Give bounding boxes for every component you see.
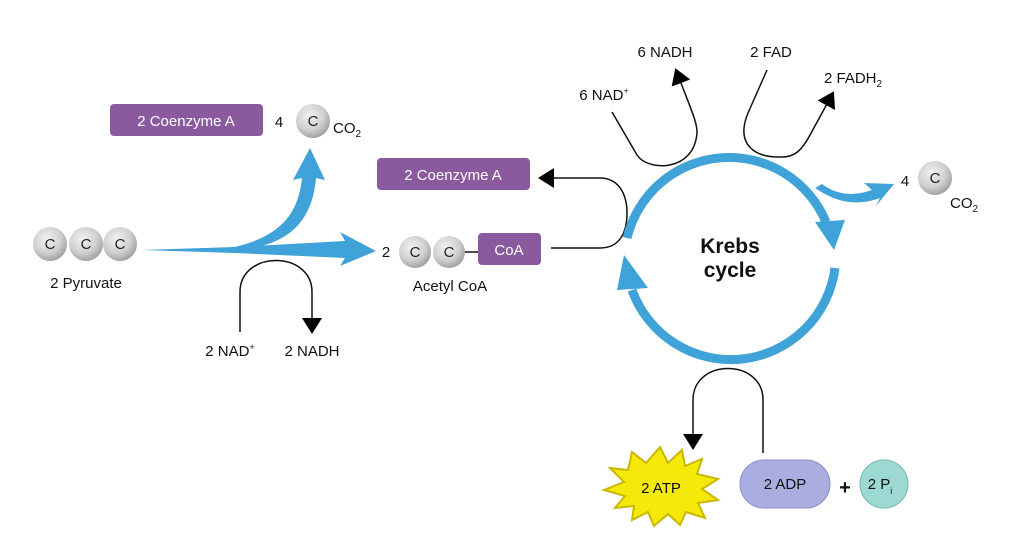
co2-subscript: 2 — [973, 204, 979, 215]
nad-superscript: + — [249, 342, 254, 352]
nad-text: 6 NAD — [579, 87, 623, 104]
fad-label: 2 FAD — [750, 44, 792, 61]
co2-count: 4 — [901, 173, 909, 190]
co2-left: 4 C CO2 — [275, 104, 362, 140]
co2-label: CO — [950, 195, 973, 212]
coenzyme-a-box-mid — [377, 158, 530, 190]
coenzyme-a-box-top — [110, 104, 263, 136]
atp-synthesis-arrow — [683, 367, 764, 453]
adp-pill — [739, 459, 831, 509]
acetyl-coa-label: Acetyl CoA — [413, 278, 487, 295]
krebs-title-line2: cycle — [704, 259, 757, 282]
acetyl-coa: 2 C C CoA Acetyl CoA — [382, 233, 541, 295]
coa-label: CoA — [494, 242, 523, 259]
co2-label: CO — [333, 120, 356, 137]
atp-starburst — [600, 445, 721, 528]
atom-label: C — [45, 236, 56, 253]
atom-label: C — [930, 170, 941, 187]
blue-arrow-to-co2-right — [815, 183, 894, 206]
svg-text:CO2: CO2 — [333, 120, 362, 140]
acetyl-count: 2 — [382, 244, 390, 261]
nad-label-left: 2 NAD+ — [205, 342, 254, 360]
atom-label: C — [410, 244, 421, 261]
co2-count: 4 — [275, 114, 283, 131]
coenzyme-a-label: 2 Coenzyme A — [137, 113, 235, 130]
nad-reduction-arrow-top — [611, 68, 698, 167]
blue-arrow-to-acetyl — [142, 232, 376, 266]
fad-reduction-arrow — [743, 69, 836, 158]
svg-text:2 FADH2: 2 FADH2 — [824, 70, 883, 90]
coenzyme-release-arrow — [538, 168, 628, 249]
atp-label: 2 ATP — [641, 480, 681, 497]
carbon-atom — [296, 104, 330, 138]
nad-text: 2 NAD — [205, 343, 249, 360]
atom-label: C — [115, 236, 126, 253]
co2-right: 4 C CO2 — [901, 161, 979, 215]
fadh-label: 2 FADH — [824, 70, 877, 87]
pyruvate-molecule: C C C 2 Pyruvate — [33, 227, 137, 292]
krebs-arrowhead-right — [815, 220, 845, 250]
nad-superscript: + — [623, 86, 628, 96]
svg-text:2 Pi: 2 Pi — [868, 476, 893, 496]
nad-reduction-arrow — [239, 259, 322, 334]
krebs-arrowhead-left — [617, 255, 648, 290]
coa-box — [478, 233, 541, 265]
carbon-atom — [103, 227, 137, 261]
atom-label: C — [444, 244, 455, 261]
nadh-label-top: 6 NADH — [637, 44, 692, 61]
krebs-title: Krebs — [700, 235, 760, 258]
carbon-atom — [918, 161, 952, 195]
carbon-atom — [399, 236, 431, 268]
phosphate-subscript: i — [890, 486, 892, 496]
coenzyme-a-label: 2 Coenzyme A — [404, 167, 502, 184]
krebs-arc-bottom — [627, 267, 840, 365]
atom-label: C — [308, 113, 319, 130]
phosphate-label: 2 P — [868, 476, 891, 493]
carbon-atom — [33, 227, 67, 261]
pyruvate-label: 2 Pyruvate — [50, 275, 122, 292]
nad-label-top: 6 NAD+ — [579, 86, 628, 104]
plus-sign: + — [839, 477, 851, 499]
carbon-atom — [69, 227, 103, 261]
adp-label: 2 ADP — [764, 476, 807, 493]
svg-text:CO2: CO2 — [950, 195, 979, 215]
phosphate-circle — [859, 459, 909, 509]
nadh-label-left: 2 NADH — [284, 343, 339, 360]
atom-label: C — [81, 236, 92, 253]
krebs-arc-top — [622, 153, 831, 240]
co2-subscript: 2 — [356, 129, 362, 140]
blue-arrow-to-co2 — [220, 148, 325, 250]
carbon-atom — [433, 236, 465, 268]
fadh-subscript: 2 — [877, 79, 883, 90]
